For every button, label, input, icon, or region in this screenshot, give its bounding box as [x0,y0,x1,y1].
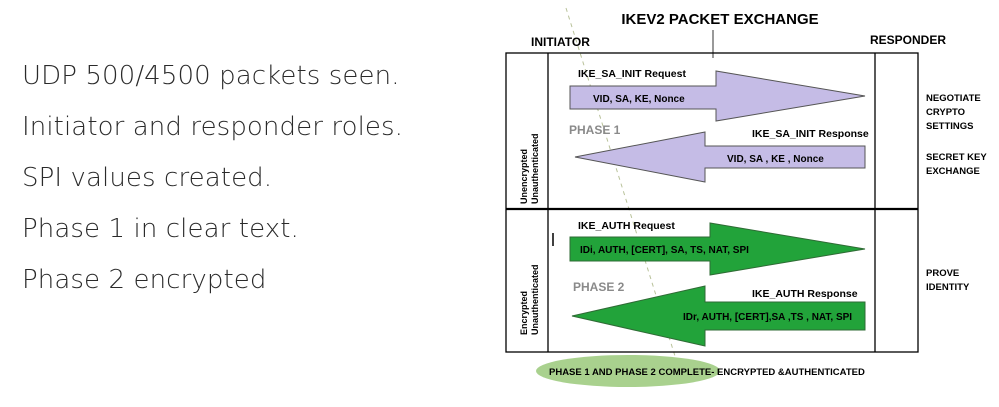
initiator-label: INITIATOR [531,35,590,49]
bullet-item: SPI values created. [22,163,273,193]
bullet-item: Phase 1 in clear text. [22,214,299,244]
diagram-frame [505,52,919,353]
note-line: SECRET KEY [926,152,987,163]
note-line: SETTINGS [926,121,974,132]
ike-sa-init-request-arrow [569,70,866,122]
note-line: IDENTITY [926,282,970,293]
bullet-list: UDP 500/4500 packets seen. Initiator and… [22,56,492,311]
note-line: NEGOTIATE [926,93,981,104]
ike-auth-request-label: IKE_AUTH Request [578,220,675,232]
footer-highlight-span: PHASE 1 AND PHASE 2 COMPLETE- [549,367,714,378]
diagram-title: IKEV2 PACKET EXCHANGE [621,11,818,28]
ike-sa-init-request-payload: VID, SA, KE, Nonce [593,94,685,105]
note-line: PROVE [926,268,959,279]
ike-sa-init-response-arrow [574,131,866,183]
note-line: CRYPTO [926,107,965,118]
ike-sa-init-response-payload: VID, SA , KE , Nonce [727,154,824,165]
ike-sa-init-response-label: IKE_SA_INIT Response [752,128,869,140]
bullet-item: UDP 500/4500 packets seen. [22,61,400,91]
negotiate-crypto-note: NEGOTIATE CRYPTO SETTINGS [926,93,981,132]
ike-sa-init-request-label: IKE_SA_INIT Request [578,68,686,80]
ike-auth-response-arrow [571,285,866,347]
phase1-side-label: Unencrypted Unauthenticated [519,133,540,204]
ike-auth-response-payload: IDr, AUTH, [CERT],SA ,TS , NAT, SPI [683,312,852,323]
phase1-label: PHASE 1 [569,123,621,137]
phase1-side-label-line1: Unencrypted [519,149,529,204]
secret-key-note: SECRET KEY EXCHANGE [926,152,987,177]
bullet-item: Initiator and responder roles. [22,112,404,142]
bullet-item: Phase 2 encrypted [22,265,267,295]
phase2-side-label-line2: Unauthenticated [530,264,540,335]
phase2-side-label-line1: Encrypted [519,291,529,335]
completion-highlight-ellipse [536,355,720,387]
note-line: EXCHANGE [926,166,980,177]
prove-identity-note: PROVE IDENTITY [926,268,970,293]
phase2-label: PHASE 2 [573,280,625,294]
phase1-side-label-line2: Unauthenticated [530,133,540,204]
ike-auth-response-label: IKE_AUTH Response [752,288,858,300]
phase2-side-label: Encrypted Unauthenticated [519,264,540,335]
ike-auth-request-payload: IDi, AUTH, [CERT], SA, TS, NAT, SPI [580,245,749,256]
responder-label: RESPONDER [870,33,946,47]
ike-auth-request-arrow [569,222,866,276]
footer-highlight-text: PHASE 1 AND PHASE 2 COMPLETE- ENCRYPTED … [549,367,865,378]
footer-rest-span: ENCRYPTED &AUTHENTICATED [714,367,865,378]
